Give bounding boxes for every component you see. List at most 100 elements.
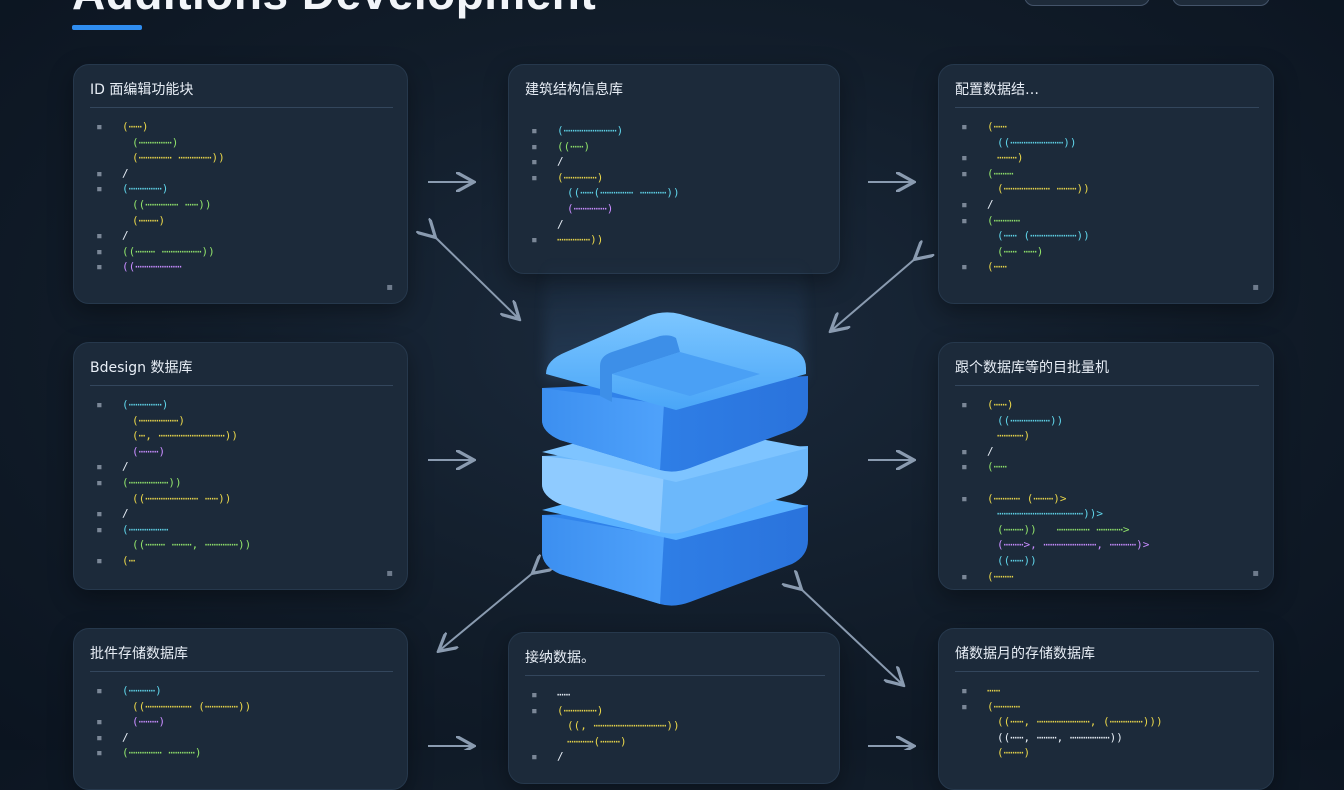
code-line: ▪(⋯ <box>96 553 395 569</box>
code-line: ▪/ <box>531 154 827 170</box>
code-text: / <box>122 507 129 521</box>
code-text: (⋯⋯⋯ <box>987 166 1014 180</box>
code-text: (⋯⋯) <box>987 398 1014 411</box>
divider <box>955 107 1259 108</box>
code-line: ▪/ <box>961 444 1261 460</box>
code-block: ▪(⋯⋯⋯⋯⋯)(⋯⋯⋯⋯⋯⋯)(⋯, ⋯⋯⋯⋯⋯⋯⋯⋯⋯⋯))(⋯⋯⋯)▪/▪… <box>96 397 395 569</box>
double-arrow-icon <box>440 572 534 650</box>
code-line: ▪ (⋯⋯⋯⋯⋯⋯ <box>96 522 395 538</box>
code-line: (⋯⋯⋯)) ⋯⋯⋯⋯⋯ ⋯⋯⋯⋯> <box>961 522 1261 538</box>
code-text: ((, ⋯⋯⋯⋯⋯⋯⋯⋯⋯⋯⋯)) <box>567 719 680 733</box>
code-text: (⋯⋯⋯⋯⋯) <box>567 201 614 215</box>
code-text: ((⋯⋯⋯⋯⋯ ⋯⋯)) <box>132 197 212 211</box>
code-line: ▪⋯⋯⋯⋯⋯)) <box>531 232 827 248</box>
code-text: ((⋯⋯⋯⋯⋯⋯⋯⋯)) <box>997 135 1077 149</box>
card-title: 接纳数据。 <box>525 650 595 666</box>
code-line: ▪(⋯⋯⋯⋯⋯) <box>96 181 395 197</box>
code-text: ⋯⋯⋯⋯) <box>997 429 1031 443</box>
line-marker: ▪ <box>96 166 103 180</box>
code-line: ▪(⋯⋯⋯) <box>96 714 395 730</box>
code-line: ▪ ((⋯⋯⋯⋯⋯⋯⋯ <box>96 259 395 275</box>
line-marker: ▪ <box>96 260 103 274</box>
code-line: ▪(⋯⋯⋯ <box>961 569 1261 585</box>
line-marker: ▪ <box>96 684 103 697</box>
double-arrow-icon <box>800 588 902 684</box>
code-text: ⋯⋯⋯⋯(⋯⋯⋯) <box>567 734 627 748</box>
code-text: / <box>987 197 994 211</box>
code-line: ▪(⋯⋯⋯⋯⋯) <box>531 170 827 186</box>
code-line: ▪⋯⋯ <box>531 687 827 703</box>
card-title: 储数据月的存储数据库 <box>955 646 1095 662</box>
code-line: ▪(⋯⋯) <box>961 397 1261 413</box>
code-text: (⋯⋯) <box>122 120 149 133</box>
code-text: (⋯⋯⋯⋯⋯⋯) <box>132 413 185 427</box>
code-line: ▪/ <box>531 749 827 765</box>
code-text: (⋯⋯⋯⋯⋯⋯ <box>122 522 169 536</box>
code-line: (⋯⋯ (⋯⋯⋯⋯⋯⋯⋯)) <box>961 228 1261 244</box>
code-text: ((⋯⋯⋯ ⋯⋯⋯, ⋯⋯⋯⋯⋯)) <box>132 538 252 552</box>
code-text: / <box>987 444 994 458</box>
code-text: ((⋯⋯(⋯⋯⋯⋯⋯ ⋯⋯⋯⋯)) <box>567 186 680 200</box>
code-line: ⋯⋯⋯⋯(⋯⋯⋯) <box>531 734 827 750</box>
code-text: (⋯⋯ (⋯⋯⋯⋯⋯⋯⋯)) <box>997 229 1090 243</box>
code-text: (⋯⋯⋯⋯⋯⋯)) <box>122 475 182 489</box>
line-marker: ▪ <box>961 260 968 274</box>
code-line: ((⋯⋯⋯⋯⋯⋯)) <box>961 413 1261 429</box>
card-title: 跟个数据库等的目批量机 <box>955 360 1109 376</box>
code-line: (⋯⋯⋯⋯⋯) <box>96 135 395 151</box>
line-marker: ▪ <box>96 730 103 744</box>
divider <box>955 671 1259 672</box>
code-text: ((⋯⋯⋯⋯⋯⋯⋯ <box>122 260 182 274</box>
card-mid-right: 跟个数据库等的目批量机 ▪(⋯⋯)((⋯⋯⋯⋯⋯⋯))⋯⋯⋯⋯)▪/▪(⋯⋯▪(… <box>938 342 1274 590</box>
code-line: ((⋯⋯⋯ ⋯⋯⋯, ⋯⋯⋯⋯⋯)) <box>96 537 395 553</box>
code-line: ((⋯⋯⋯⋯⋯⋯⋯ (⋯⋯⋯⋯⋯)) <box>96 699 395 715</box>
line-marker: ▪ <box>531 170 538 184</box>
code-block: ▪⋯⋯▪(⋯⋯⋯⋯⋯)((, ⋯⋯⋯⋯⋯⋯⋯⋯⋯⋯⋯))⋯⋯⋯⋯(⋯⋯⋯)▪/ <box>531 687 827 765</box>
code-line: ⋯⋯⋯⋯⋯⋯⋯⋯⋯⋯⋯⋯⋯))> <box>961 506 1261 522</box>
code-text: ⋯⋯⋯⋯⋯)) <box>557 233 604 247</box>
code-line: ▪/ <box>961 197 1261 213</box>
code-text: (⋯⋯⋯⋯ <box>987 213 1021 227</box>
code-text: (⋯⋯⋯⋯⋯) <box>557 703 604 717</box>
code-line: (⋯⋯⋯⋯⋯ ⋯⋯⋯⋯⋯)) <box>96 150 395 166</box>
code-text: ((⋯⋯⋯ ⋯⋯⋯⋯⋯⋯)) <box>122 244 215 258</box>
line-marker: ▪ <box>961 460 968 474</box>
code-text: (⋯⋯⋯⋯ <box>987 699 1021 713</box>
line-marker: ▪ <box>96 507 103 521</box>
code-line: ▪/ <box>96 166 395 182</box>
code-line: (⋯⋯⋯) <box>96 444 395 460</box>
line-marker: ▪ <box>96 522 103 536</box>
line-marker: ▪ <box>96 715 103 729</box>
code-line: ▪ (⋯⋯⋯⋯⋯) <box>531 703 827 719</box>
corner-icon: ▪ <box>1252 568 1259 579</box>
code-line: ▪ (⋯⋯⋯⋯) <box>96 683 395 699</box>
line-marker: ▪ <box>961 166 968 180</box>
code-line: ▪(⋯⋯) <box>96 119 395 135</box>
line-marker: ▪ <box>531 688 538 701</box>
divider <box>955 385 1259 386</box>
code-text: ((⋯⋯⋯⋯⋯⋯⋯⋯ ⋯⋯)) <box>132 491 232 505</box>
diagram-overlay <box>0 0 1344 750</box>
code-line: ▪(⋯⋯ <box>961 259 1261 275</box>
line-marker: ▪ <box>961 684 968 697</box>
line-marker: ▪ <box>961 491 968 505</box>
code-block: ▪(⋯⋯)((⋯⋯⋯⋯⋯⋯))⋯⋯⋯⋯)▪/▪(⋯⋯▪(⋯⋯⋯⋯ (⋯⋯⋯)>⋯… <box>961 397 1261 584</box>
line-marker: ▪ <box>531 703 538 717</box>
corner-icon: ▪ <box>1252 282 1259 293</box>
divider <box>90 385 393 386</box>
title-underline <box>72 25 142 30</box>
code-line: ((⋯⋯)) <box>961 553 1261 569</box>
code-text: ⋯⋯⋯) <box>997 151 1024 165</box>
code-text: (⋯⋯⋯⋯⋯) <box>132 135 179 149</box>
line-marker: ▪ <box>531 155 538 169</box>
code-text: (⋯⋯ ⋯⋯) <box>997 244 1044 258</box>
code-line: ((, ⋯⋯⋯⋯⋯⋯⋯⋯⋯⋯⋯)) <box>531 718 827 734</box>
code-text: ((⋯⋯⋯⋯⋯⋯)) <box>997 413 1064 427</box>
code-line: ▪(⋯⋯ <box>961 459 1261 475</box>
code-line: (⋯⋯ ⋯⋯) <box>961 244 1261 260</box>
code-line: ▪(⋯⋯⋯⋯⋯⋯⋯⋯) <box>531 123 827 139</box>
code-line: (⋯⋯⋯⋯⋯⋯⋯ ⋯⋯⋯)) <box>961 181 1261 197</box>
code-text: (⋯⋯⋯⋯) <box>122 684 162 697</box>
code-line: (⋯⋯⋯) <box>96 213 395 229</box>
code-text: / <box>557 750 564 764</box>
